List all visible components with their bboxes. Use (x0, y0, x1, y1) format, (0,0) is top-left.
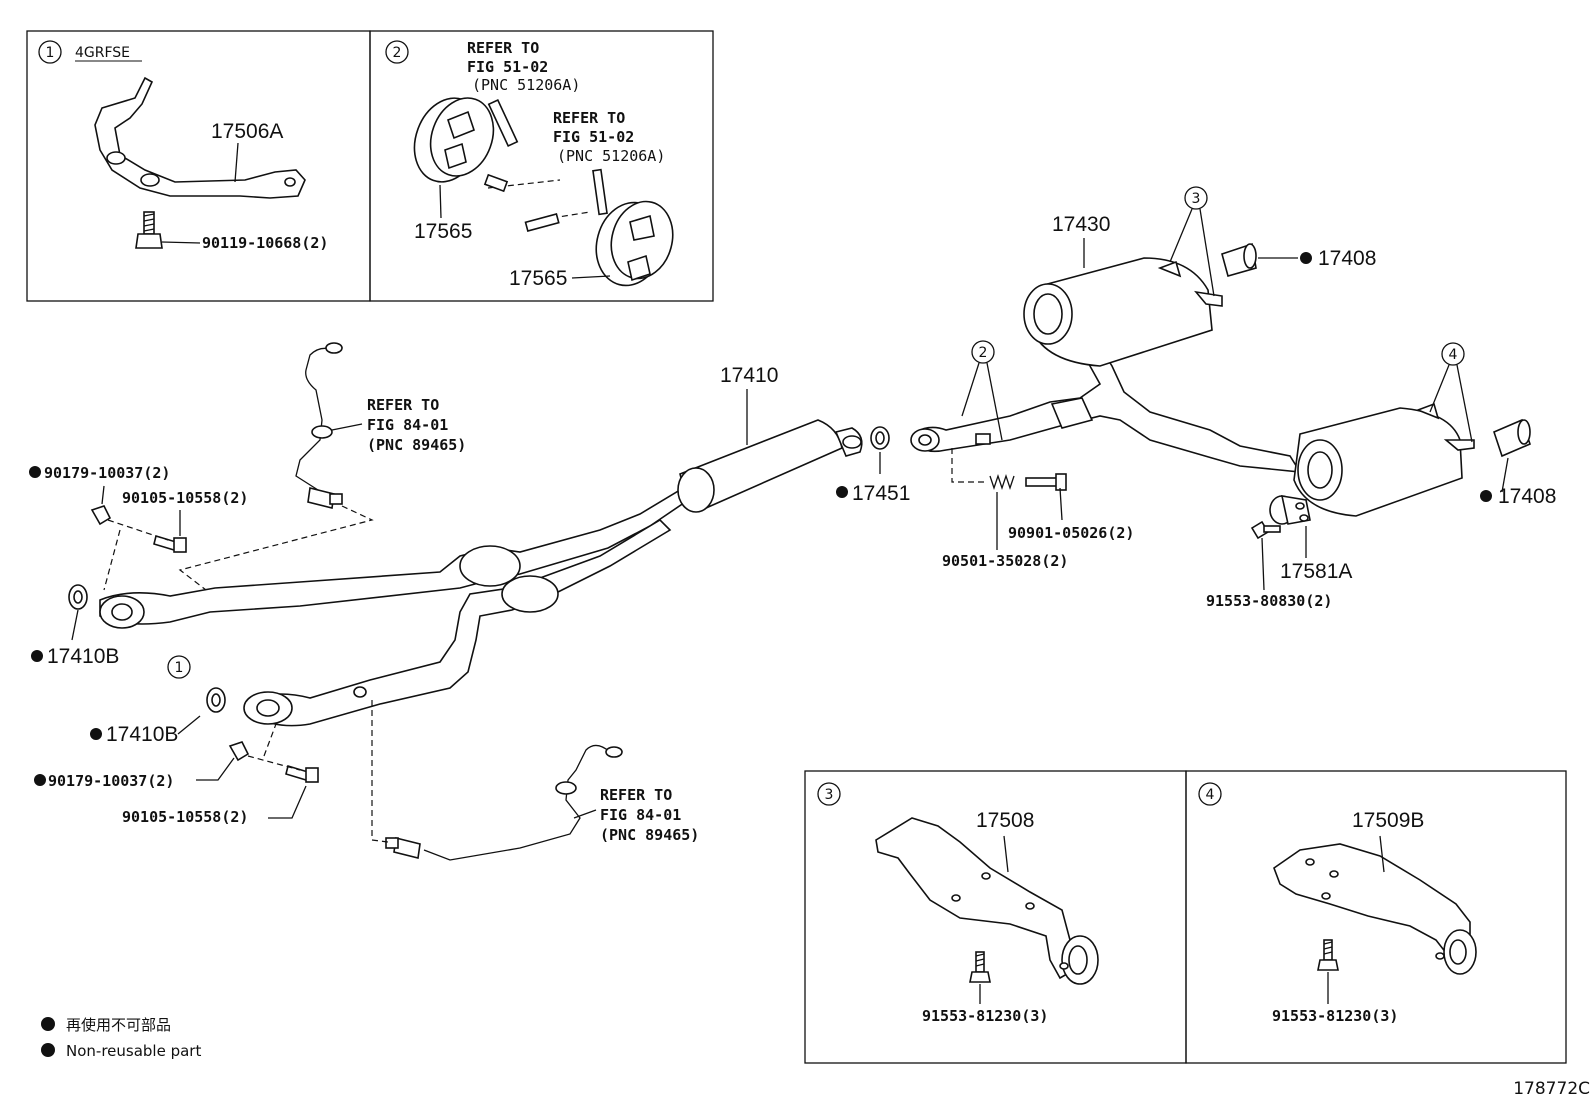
box2-refer2-line1: REFER TO (553, 109, 625, 127)
label-17408-top: 17408 (1318, 247, 1376, 270)
callout-1-main: 1 (167, 655, 191, 679)
bolt-91553-81230-box4 (1317, 939, 1339, 971)
box2-refer1-line1: REFER TO (467, 39, 539, 57)
label-refer-84-bottom-2: FIG 84-01 (600, 806, 681, 824)
bolt-91553-80830 (1250, 520, 1281, 540)
label-90501: 90501-35028(2) (942, 552, 1068, 570)
bracket-17508 (875, 817, 1099, 985)
box1-number-circle (38, 40, 62, 64)
box2-refer2-line2: FIG 51-02 (553, 128, 634, 146)
callout-4: 4 (1429, 342, 1473, 443)
inset-box-1: 1 4GRFSE 17506A 90119-10668(2) (26, 30, 371, 302)
box1-engine-code: 4GRFSE (75, 45, 130, 61)
bolt-90105-top (153, 534, 187, 553)
label-91553-80830: 91553-80830(2) (1206, 592, 1332, 610)
tail-tip-17408-top (1221, 242, 1257, 277)
label-refer-84-top-2: FIG 84-01 (367, 416, 448, 434)
tail-pipe-assembly (910, 257, 1475, 517)
callout-2-main: 2 (961, 340, 1003, 441)
label-17430: 17430 (1052, 213, 1110, 236)
label-17410: 17410 (720, 364, 778, 387)
svg-text:4: 4 (1449, 347, 1458, 363)
bolt-91553-81230-box3 (969, 951, 991, 983)
nut-90179-bottom (228, 741, 250, 762)
oxygen-sensor-upper (295, 342, 343, 509)
inset-box-2: 2 REFER TO FIG 51-02 (PNC 51206A) REFER … (369, 30, 714, 302)
label-91553-81230-box4: 91553-81230(3) (1272, 1007, 1398, 1025)
box2-refer2-line3: (PNC 51206A) (557, 147, 665, 165)
hanger-rubber-17565-a (413, 97, 495, 183)
svg-text:3: 3 (1192, 191, 1201, 207)
bolt-90901 (1025, 473, 1067, 491)
gasket-17410B-top (68, 584, 88, 610)
box1-number: 1 (46, 45, 55, 61)
part-17581A (1269, 495, 1311, 525)
label-17581A: 17581A (1280, 560, 1352, 583)
legend-dot-japanese (41, 1017, 55, 1031)
inset-box-3: 3 17508 91553-81230(3) (804, 770, 1187, 1064)
box2-refer1-line3: (PNC 51206A) (472, 76, 580, 94)
gasket-17410B-bottom (206, 687, 226, 713)
label-17408-bottom: 17408 (1498, 485, 1556, 508)
spring-90501 (989, 473, 1015, 491)
legend-japanese: 再使用不可部品 (66, 1016, 171, 1034)
box2-number-circle (385, 40, 409, 64)
label-refer-84-top-3: (PNC 89465) (367, 436, 466, 454)
label-refer-84-top-1: REFER TO (367, 396, 439, 414)
label-17565-b: 17565 (509, 267, 567, 290)
box4-number: 4 (1206, 787, 1215, 803)
hanger-rubber-17565-b (595, 200, 674, 287)
label-17410B-bottom: 17410B (106, 723, 178, 746)
label-refer-84-bottom-3: (PNC 89465) (600, 826, 699, 844)
label-90105-top: 90105-10558(2) (122, 489, 248, 507)
label-17508: 17508 (976, 809, 1034, 832)
label-91553-81230-box3: 91553-81230(3) (922, 1007, 1048, 1025)
label-17509B: 17509B (1352, 809, 1424, 832)
box3-number: 3 (825, 787, 834, 803)
bolt-90119 (135, 211, 163, 249)
legend-english: Non-reusable part (66, 1042, 201, 1060)
label-17506A: 17506A (211, 120, 283, 143)
tail-tip-17408-bottom (1493, 418, 1531, 458)
inset-box-4: 4 17509B 91553-81230(3) (1185, 770, 1567, 1064)
label-90105-bottom: 90105-10558(2) (122, 808, 248, 826)
nut-90179-top (90, 505, 112, 526)
bracket-17509B (1273, 843, 1477, 975)
label-90119: 90119-10668(2) (202, 234, 328, 252)
label-17451: 17451 (852, 482, 910, 505)
label-refer-84-bottom-1: REFER TO (600, 786, 672, 804)
label-17410B-top: 17410B (47, 645, 119, 668)
front-pipe-assembly (99, 419, 863, 727)
label-17565-a: 17565 (414, 220, 472, 243)
label-90179-bottom: 90179-10037(2) (48, 772, 174, 790)
label-90179-top: 90179-10037(2) (44, 464, 170, 482)
svg-text:2: 2 (979, 345, 988, 361)
box2-number: 2 (393, 45, 402, 61)
label-90901: 90901-05026(2) (1008, 524, 1134, 542)
legend-dot-english (41, 1043, 55, 1057)
legend: 再使用不可部品 Non-reusable part (41, 1016, 201, 1060)
box2-refer1-line2: FIG 51-02 (467, 58, 548, 76)
figure-code: 178772C (1513, 1079, 1590, 1099)
non-reusable-dot (836, 486, 848, 498)
svg-text:1: 1 (175, 660, 184, 676)
oxygen-sensor-lower (385, 744, 623, 861)
callout-3: 3 (1169, 186, 1215, 297)
bolt-90105-bottom (285, 764, 319, 783)
bracket-17506A (94, 76, 306, 199)
